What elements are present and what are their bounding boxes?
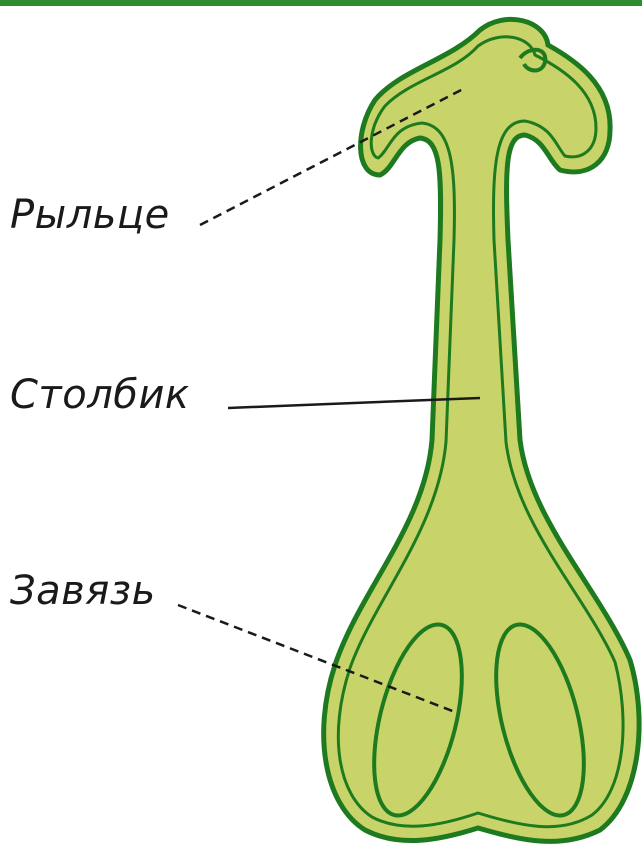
label-ovary: Завязь [10, 568, 156, 614]
leader-stigma [200, 88, 465, 225]
label-style: Столбик [10, 372, 190, 418]
label-stigma: Рыльце [10, 192, 170, 238]
